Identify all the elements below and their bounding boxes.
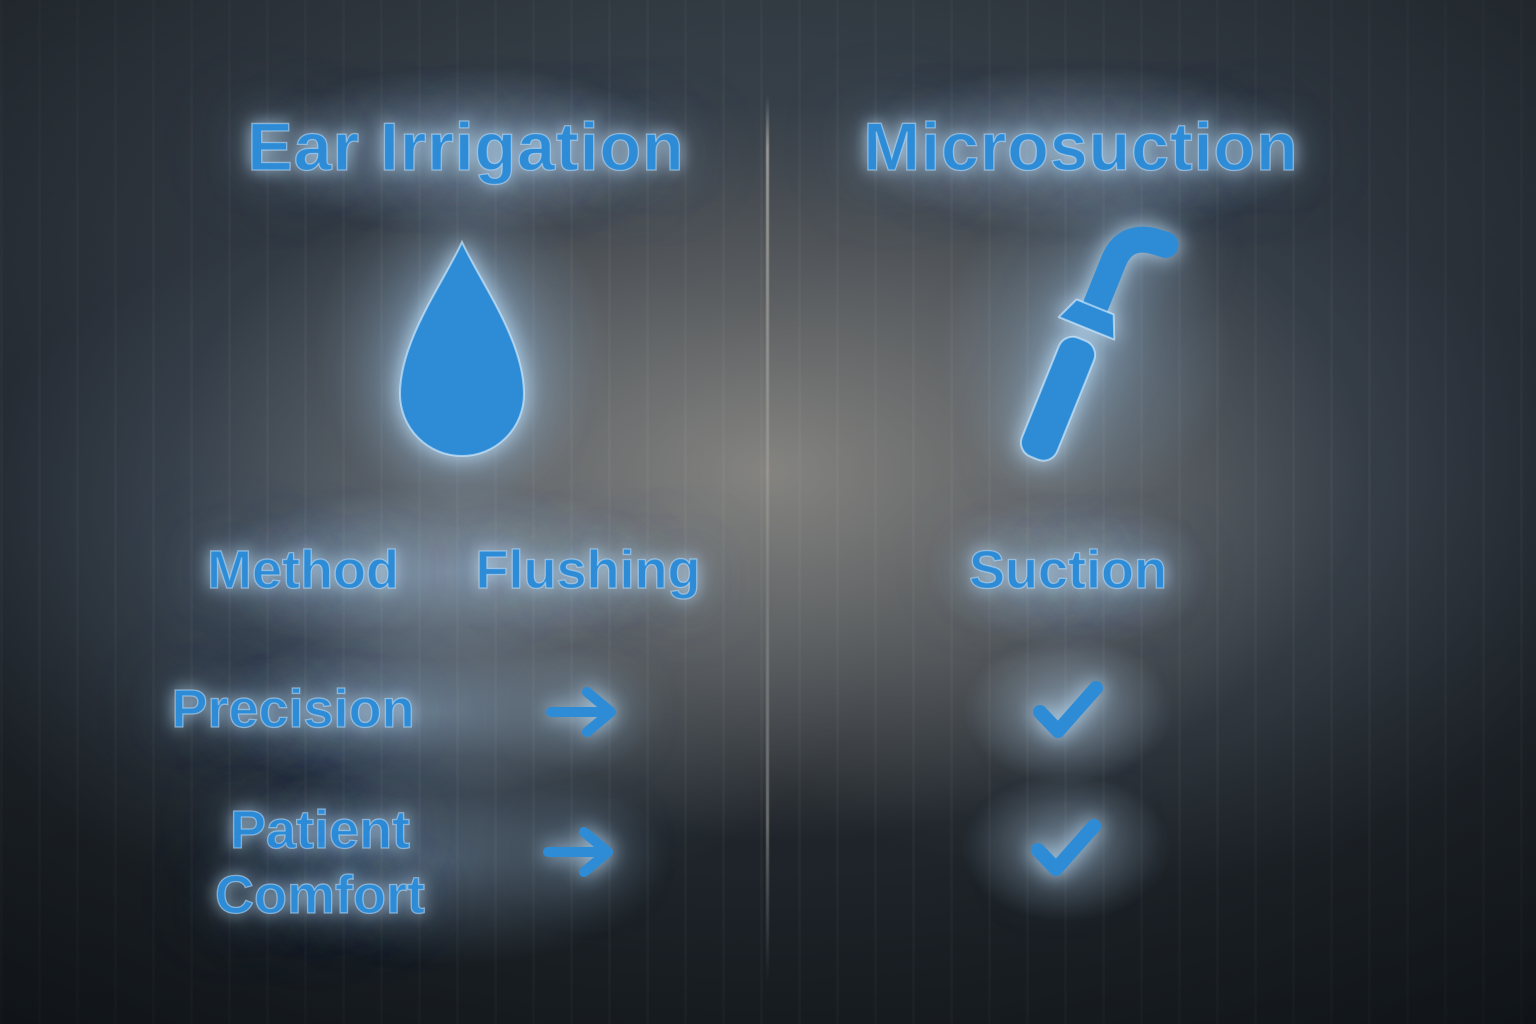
patient-comfort-line-2: Comfort <box>214 864 425 925</box>
row-label-precision: Precision <box>171 678 415 739</box>
water-drop-icon <box>382 238 542 466</box>
suction-device-icon <box>990 217 1180 477</box>
left-column-title: Ear Irrigation <box>247 108 685 185</box>
right-column-title: Microsuction <box>863 108 1299 185</box>
method-value-ear-irrigation: Flushing <box>475 539 701 600</box>
arrow-right-icon <box>540 824 620 880</box>
center-divider <box>766 95 769 985</box>
row-label-method: Method <box>206 539 399 600</box>
checkmark-icon <box>1032 680 1104 740</box>
checkmark-icon <box>1030 818 1102 878</box>
method-value-microsuction: Suction <box>968 539 1167 600</box>
arrow-right-icon <box>543 684 623 740</box>
row-label-patient-comfort: Patient Comfort <box>214 798 425 928</box>
patient-comfort-line-1: Patient <box>229 800 411 861</box>
